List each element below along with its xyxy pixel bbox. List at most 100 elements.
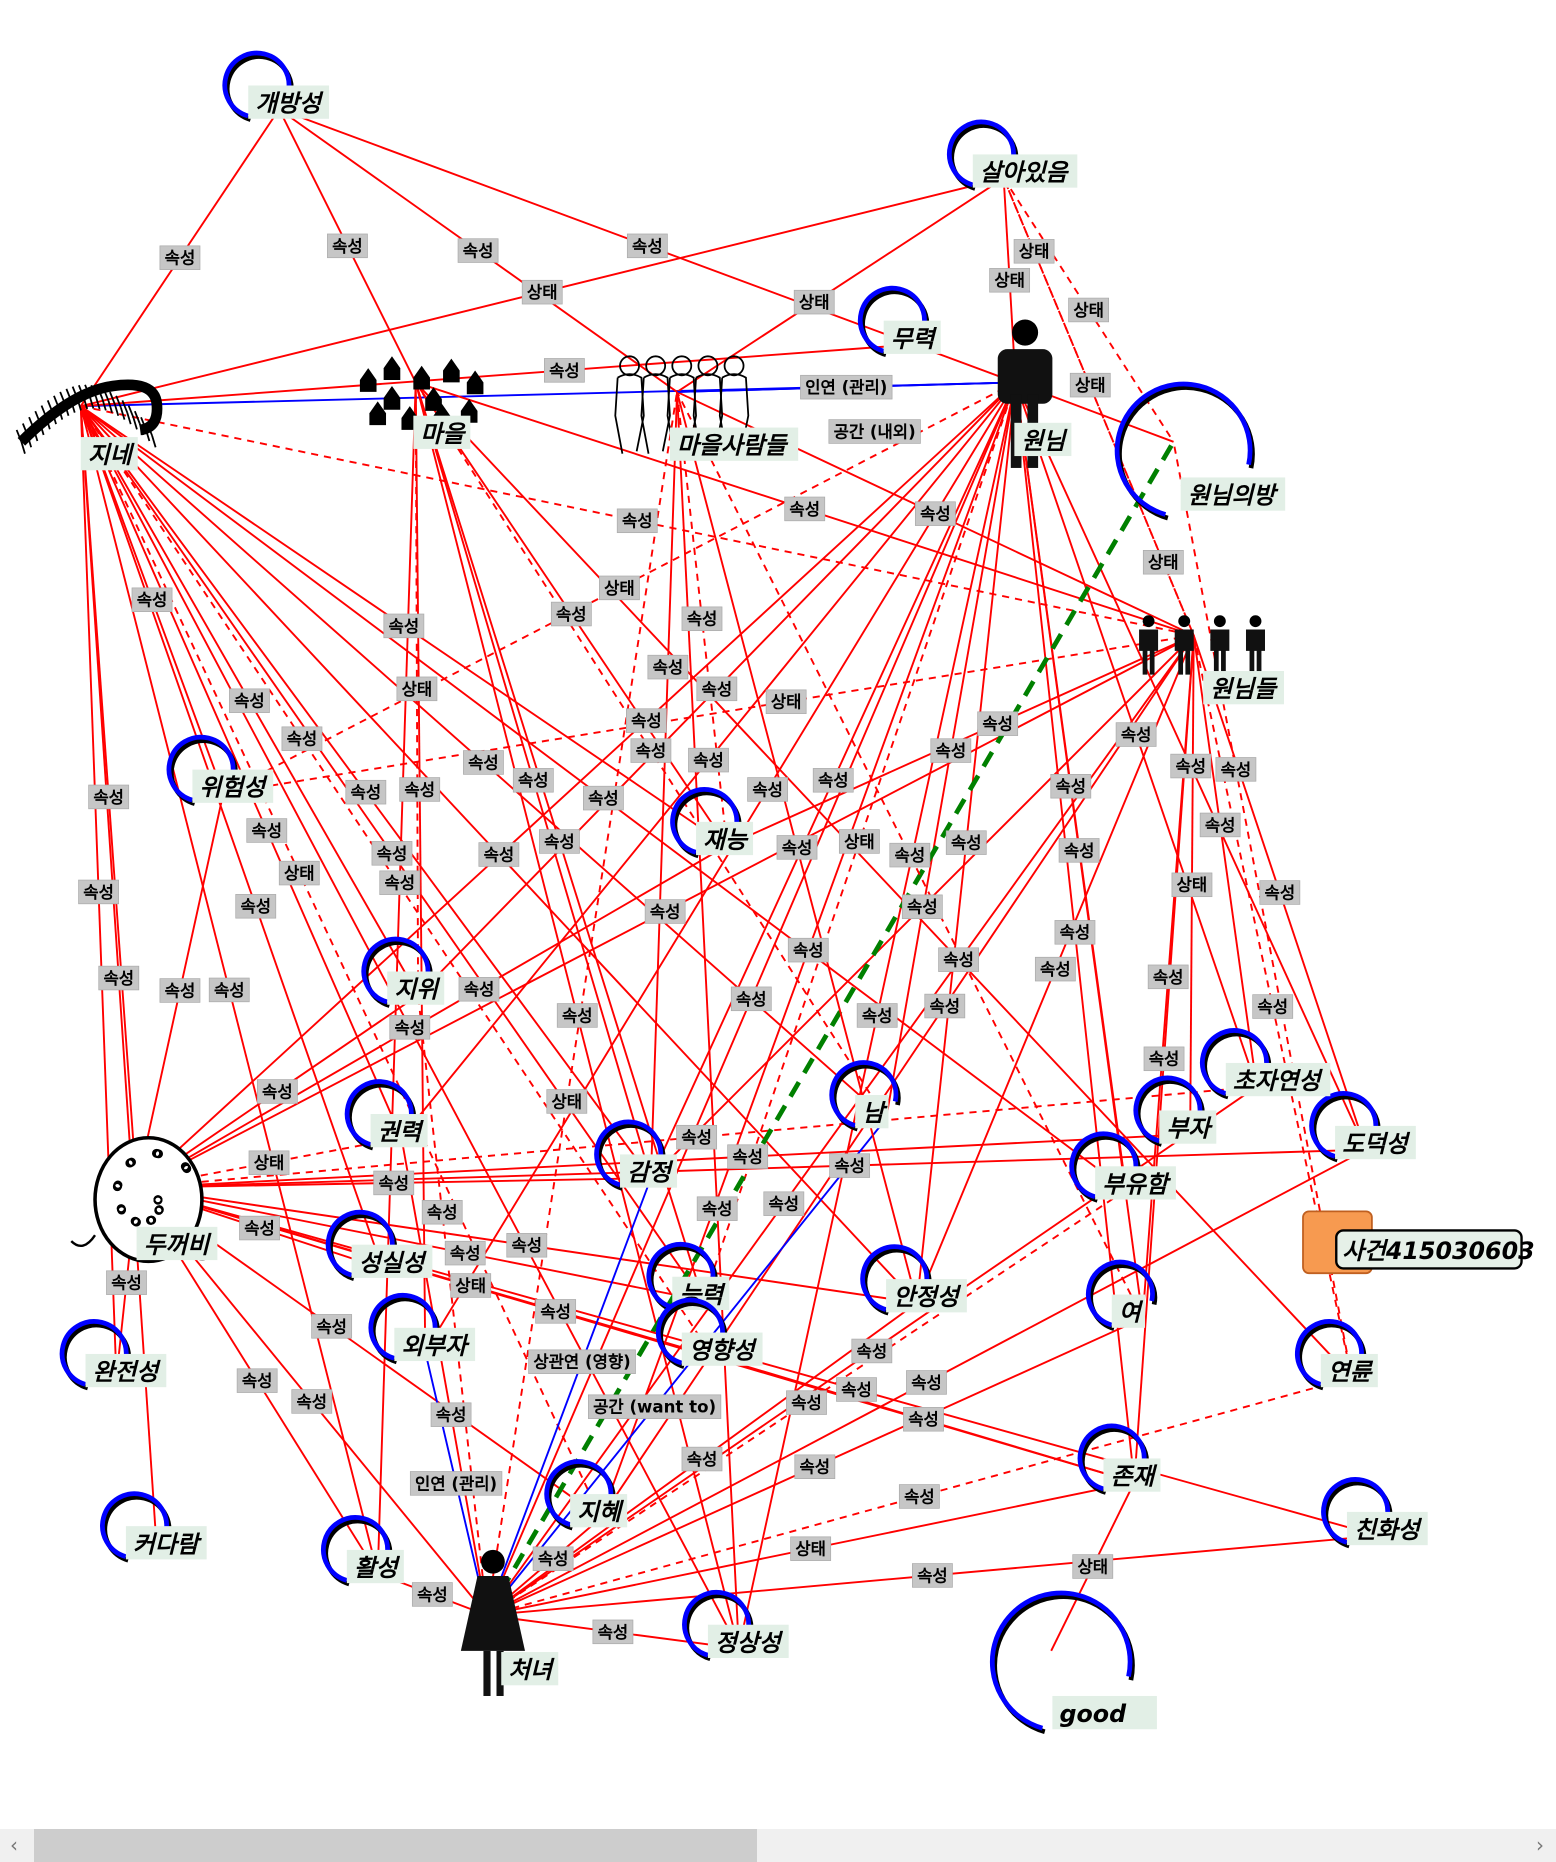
- edge-yeo-maeulsaram[interactable]: [676, 391, 1144, 1319]
- edge-jine-muryeok[interactable]: [80, 343, 915, 408]
- node-muryeok[interactable]: 무력: [857, 285, 941, 357]
- edge-cheonyeo-nam[interactable]: [486, 1118, 887, 1616]
- node-keodaram[interactable]: 커다람: [100, 1491, 207, 1563]
- edge-label-text: 속성: [1257, 997, 1288, 1016]
- node-choja[interactable]: 초자연성: [1199, 1028, 1331, 1100]
- edge-label-text: 속성: [834, 1157, 865, 1176]
- node-buja[interactable]: 부자: [1133, 1075, 1217, 1147]
- edge-label-bg: [458, 977, 500, 1002]
- node-wonnim[interactable]: 원님: [997, 319, 1072, 468]
- edge-wonnimdeul-jihye[interactable]: [600, 634, 1195, 1519]
- node-dodeok[interactable]: 도덕성: [1309, 1091, 1416, 1163]
- edge-label: 속성: [856, 1003, 898, 1028]
- node-jiwi[interactable]: 지위: [361, 936, 445, 1008]
- edge-wonnimdeul-choja[interactable]: [1192, 635, 1258, 1087]
- edge-maeulsaram-jeongsang[interactable]: [676, 391, 740, 1649]
- edge-label: 속성: [945, 830, 987, 855]
- node-dukkeobi[interactable]: 두꺼비: [70, 1135, 218, 1264]
- scroll-left-arrow-icon[interactable]: ‹: [10, 1833, 18, 1857]
- edge-label-text: 상태: [527, 283, 558, 302]
- node-jaeneung[interactable]: 재능: [670, 787, 754, 859]
- edge-jine-seongsil[interactable]: [79, 405, 384, 1269]
- node-jine[interactable]: 지네: [15, 379, 163, 471]
- node-chinhwa[interactable]: 친화성: [1321, 1477, 1428, 1549]
- node-label-bg: [136, 1226, 218, 1261]
- scroll-right-arrow-icon[interactable]: ›: [1536, 1833, 1544, 1857]
- edge-label-bg: [1058, 838, 1100, 863]
- node-wiheom[interactable]: 위험성: [166, 734, 274, 806]
- edge-label-bg: [930, 738, 972, 763]
- node-jeongsang[interactable]: 정상성: [682, 1589, 789, 1662]
- edge-label: 속성: [786, 1390, 827, 1415]
- edge-wonnim-dukkeobi[interactable]: [135, 381, 1017, 1189]
- node-label: 원님: [1021, 427, 1068, 455]
- edge-maeulsaram-gamjeong[interactable]: [649, 391, 678, 1179]
- node-yeo[interactable]: 여: [1085, 1259, 1158, 1331]
- node-anjeong[interactable]: 안정성: [860, 1244, 967, 1316]
- edge-label-text: 속성: [917, 1566, 948, 1585]
- node-jonjae[interactable]: 존재: [1077, 1423, 1161, 1495]
- edge-dukkeobi-jaeneung[interactable]: [136, 844, 728, 1189]
- edge-label: 속성: [411, 1582, 453, 1607]
- edge-label: 속성: [88, 784, 130, 810]
- edge-label-bg: [1199, 812, 1241, 838]
- edge-jine-jihye[interactable]: [79, 405, 602, 1519]
- node-good[interactable]: good: [989, 1590, 1157, 1735]
- node-event[interactable]: 사건415030603: [1302, 1210, 1535, 1275]
- edge-label-text: 속성: [636, 742, 667, 761]
- node-gaebang[interactable]: 개방성: [222, 50, 330, 122]
- edge-label-text: 속성: [769, 1195, 800, 1214]
- edge-label: 속성: [901, 894, 943, 920]
- node-jihye[interactable]: 지혜: [544, 1459, 628, 1531]
- edge-label-text: 속성: [332, 237, 363, 256]
- edge-cheonyeo-gamjeong[interactable]: [486, 1177, 652, 1616]
- edge-label: 속성: [556, 1003, 598, 1028]
- horizontal-scrollbar[interactable]: ‹ ›: [0, 1829, 1556, 1862]
- woman-icon: [460, 1549, 526, 1696]
- edge-yeonryun-maeul[interactable]: [415, 381, 1353, 1379]
- node-hwalseong[interactable]: 활성: [321, 1515, 404, 1587]
- edge-label: 속성: [647, 654, 689, 680]
- node-wonbang[interactable]: 원님의방: [1114, 381, 1286, 521]
- edge-wonnim-oebuja[interactable]: [424, 381, 1017, 1353]
- edge-label-bg: [532, 1546, 574, 1571]
- edge-cheonyeo-gwonryeok[interactable]: [400, 1137, 488, 1616]
- node-yeonghyang[interactable]: 영향성: [655, 1297, 763, 1369]
- edge-label-text: 상태: [455, 1276, 486, 1295]
- node-nam[interactable]: 남: [829, 1060, 901, 1132]
- edge-label: 속성: [399, 777, 441, 802]
- ring-icon: [222, 50, 292, 119]
- node-oebuja[interactable]: 외부자: [368, 1293, 476, 1365]
- node-wanjeon[interactable]: 완전성: [59, 1319, 167, 1391]
- edge-label-bg: [977, 711, 1019, 736]
- edge-label: 속성: [763, 1191, 805, 1216]
- edge-wonnimdeul-wiheom[interactable]: [223, 634, 1194, 795]
- edge-label-text: 속성: [137, 591, 168, 610]
- scrollbar-thumb[interactable]: [34, 1829, 757, 1862]
- ring-icon: [321, 1515, 390, 1583]
- edge-wonnimdeul-cheonyeo[interactable]: [486, 634, 1195, 1616]
- node-label-bg: [387, 971, 445, 1005]
- edge-label-text: 속성: [920, 505, 951, 524]
- edge-maeul-oebuja[interactable]: [414, 382, 427, 1352]
- node-maeul[interactable]: 마을: [359, 356, 484, 449]
- node-cheonyeo[interactable]: 처녀: [460, 1549, 559, 1696]
- edge-label-bg: [521, 279, 563, 305]
- node-sara[interactable]: 살아있음: [946, 119, 1078, 191]
- edge-cheonyeo-wonbang[interactable]: [484, 440, 1176, 1617]
- ring-icon: [670, 787, 740, 855]
- ring-icon: [860, 1244, 930, 1312]
- node-wonnimdeul[interactable]: 원님들: [1139, 615, 1284, 705]
- node-maeulsaram[interactable]: 마을사람들: [614, 355, 799, 461]
- node-gwonryeok[interactable]: 권력: [344, 1079, 428, 1151]
- edge-label-text: 속성: [244, 1219, 275, 1238]
- node-buyu[interactable]: 부유함: [1069, 1131, 1176, 1203]
- node-seongsil[interactable]: 성실성: [325, 1209, 433, 1281]
- node-gamjeong[interactable]: 감정: [594, 1119, 678, 1191]
- node-yeonryun[interactable]: 연륜: [1295, 1319, 1378, 1391]
- node-label-bg: [501, 1652, 559, 1686]
- edge-label-bg: [478, 842, 520, 867]
- ring-icon: [646, 1241, 716, 1310]
- edge-label: 상태: [1142, 550, 1184, 575]
- edge-label: 상태: [790, 1536, 832, 1561]
